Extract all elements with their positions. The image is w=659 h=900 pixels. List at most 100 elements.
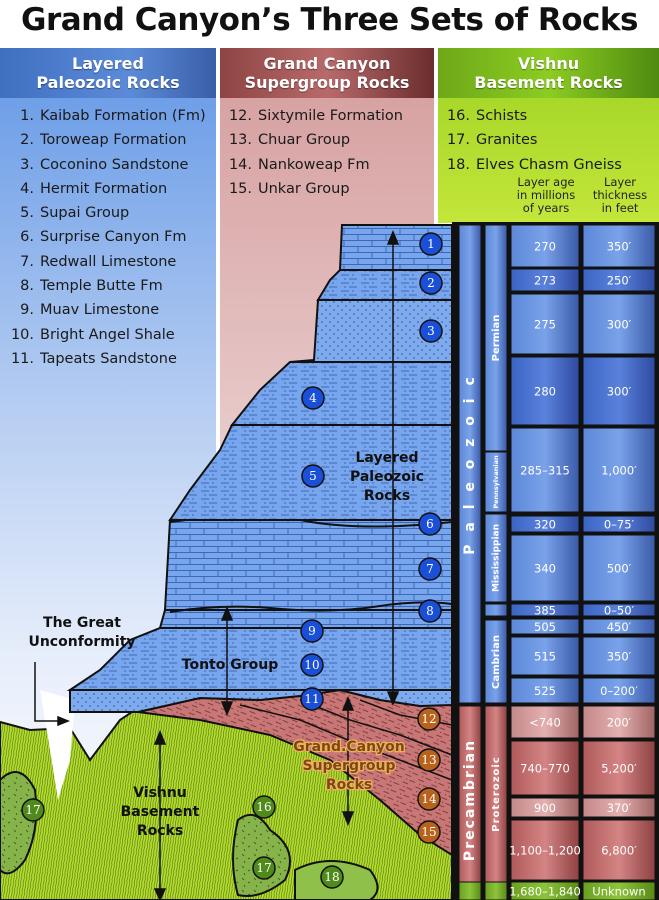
item-name: Toroweap Formation [40,132,187,149]
tonto-span-arrow [220,606,234,716]
svg-text:10: 10 [304,658,319,672]
list-item: 4.Hermit Formation [0,177,216,201]
svg-text:7: 7 [426,562,434,576]
item-name: Coconino Sandstone [40,156,189,173]
list-item: 1.Kaibab Formation (Fm) [0,104,216,128]
age-cell [510,740,580,796]
thickness-cell [582,797,656,818]
era-label-precambrian: Precambrian [462,739,478,861]
great-unconformity-label-2: Unconformity [28,634,135,650]
layer-number-badge: 2 [419,271,443,295]
header-line: thickness [592,188,648,202]
list-item: 12.Sixtymile Formation [220,104,434,128]
thickness-value: 5,200′ [601,762,637,776]
header-line: Layer age [517,175,575,189]
item-name: Temple Butte Fm [40,278,163,295]
svg-text:15: 15 [421,825,436,839]
age-value: 1,680–1,840 [509,885,581,899]
item-number: 16. [446,108,470,124]
layer-number-badge: 12 [417,707,441,731]
age-thickness-table: P a l e o z o i c Precambrian Permian Pe… [452,222,659,900]
layered-paleozoic-label-2: Paleozoic [350,469,424,485]
vishnu-label-2: Basement [121,804,200,820]
svg-text:4: 4 [309,391,317,405]
thickness-value: 300′ [607,385,632,399]
age-cell [510,515,580,533]
list-item: 8. Temple Butte Fm [0,274,216,298]
list-item: 17.Granites [438,128,659,152]
thickness-value: 350′ [607,650,632,664]
thickness-cell [582,224,656,268]
age-cell [510,603,580,617]
thickness-cell [582,677,656,704]
age-value: 740–770 [520,762,570,776]
age-value: 515 [534,650,556,664]
period-label-pennsylvanian: Pennsylvanian [492,455,500,509]
thickness-cell [582,740,656,796]
svg-text:6: 6 [426,517,434,531]
item-number: 14. [228,156,252,173]
tonto-group-label: Tonto Group [182,657,278,673]
svg-text:9: 9 [308,624,316,638]
supergroup-label-3: Rocks [326,777,372,793]
vishnu-list: 16. Schists 17.Granites 18. Elves Chasm Gnei… [438,98,659,177]
header-line: Layer [603,175,637,189]
table-row: 740–770 5,200′ [510,740,656,796]
item-name: Hermit Formation [40,180,168,197]
item-number: 18. [446,156,470,173]
item-name: Elves Chasm Gneiss [476,156,622,173]
svg-text:8: 8 [426,604,434,618]
item-number: 5. [20,205,34,222]
header-line: in millions [516,188,576,202]
age-cell [510,618,580,635]
supergroup-heading: Grand Canyon Supergroup Rocks [220,48,434,98]
svg-text:2: 2 [427,276,435,290]
supergroup-span-arrow [341,696,355,826]
list-item: 9.Muav Limestone [0,298,216,322]
period-label-cambrian: Cambrian [491,635,502,689]
item-number: 11. [10,350,34,367]
age-value: 275 [534,318,556,332]
period-cell-pennsylvanian [484,451,508,513]
thickness-cell [582,515,656,533]
period-cell-permian [484,224,508,452]
item-number: 8. [20,278,34,295]
age-value: 1,100–1,200 [509,844,581,858]
thickness-cell [582,636,656,676]
svg-text:12: 12 [421,712,436,726]
thickness-cell [582,268,656,292]
item-name: Tapeats Sandstone [40,350,177,367]
thickness-column-header: Layer thickness in feet [584,176,656,215]
thickness-cell [582,603,656,617]
age-value: 340 [534,562,556,576]
age-cell [510,797,580,818]
thickness-value: 300′ [607,318,632,332]
layer-number-badge: 14 [417,787,441,811]
age-cell [510,356,580,426]
heading-line: Paleozoic Rocks [36,73,180,92]
thickness-cell [582,819,656,881]
thickness-value: 0–200′ [600,684,638,698]
svg-text:18: 18 [324,870,339,884]
heading-line: Layered [72,54,144,73]
thickness-value: 450′ [607,620,632,634]
heading-line: Supergroup Rocks [244,73,410,92]
paleozoic-heading: Layered Paleozoic Rocks [0,48,216,98]
item-number: 15. [228,180,252,197]
item-number: 17. [446,132,470,149]
list-item: 11. Tapeats Sandstone [0,347,216,371]
table-row: 275 300′ [510,293,656,355]
item-name: Schists [476,108,528,124]
